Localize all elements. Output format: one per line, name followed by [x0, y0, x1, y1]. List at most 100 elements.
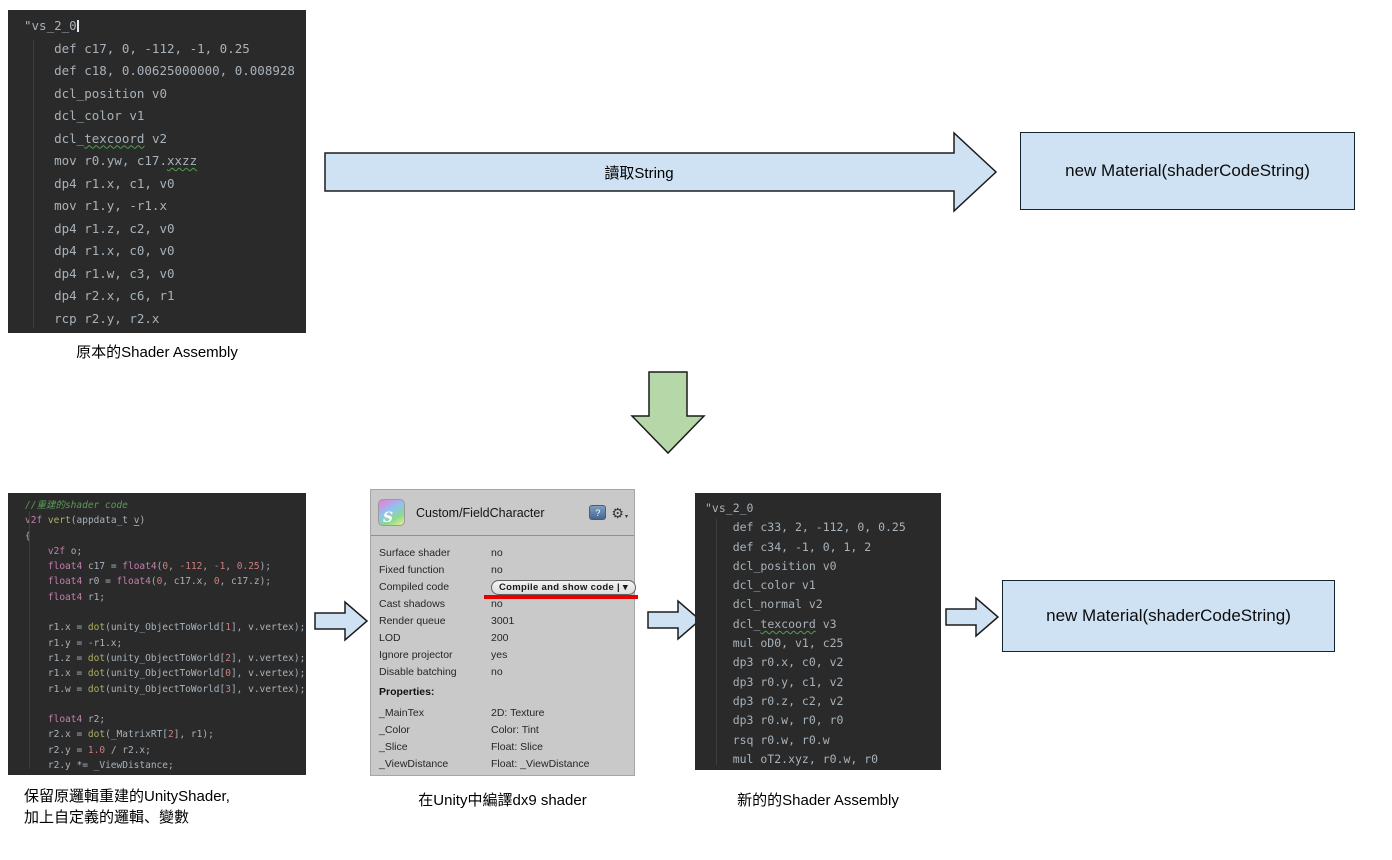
indent-guide [29, 511, 30, 769]
caption-compile-in-unity: 在Unity中編譯dx9 shader [418, 792, 587, 809]
row-value: 2D: Texture [491, 706, 545, 719]
gear-icon[interactable]: ⚙ ▾ [611, 506, 628, 520]
new-material-box-top: new Material(shaderCodeString) [1020, 132, 1355, 210]
row-value: yes [491, 648, 508, 661]
text-cursor-caret [76, 20, 79, 32]
code-line: dp4 r2.x, c6, r1 [24, 288, 175, 303]
code-line: { [25, 530, 31, 542]
row-value: no [491, 546, 503, 559]
compile-and-show-code-button[interactable]: Compile and show code | ▾ [491, 580, 636, 595]
code-line: dcl_color v1 [705, 578, 816, 593]
code-line: dcl_normal v2 [705, 597, 823, 612]
code-line: r2.y = 1.0 / r2.x; [25, 744, 151, 756]
read-string-arrow [324, 131, 998, 213]
row-label: _Color [379, 723, 410, 736]
code-line: dcl_position v0 [705, 558, 837, 573]
row-label: Surface shader [379, 546, 451, 559]
code-line: dp3 r0.y, c1, v2 [705, 674, 844, 689]
caption-unity-shader-line2: 加上自定義的邏輯、變數 [24, 809, 190, 826]
code-line: r1.z = dot(unity_ObjectToWorld[2], v.ver… [25, 652, 306, 664]
code-line: dcl_texcoord v3 [705, 616, 837, 631]
code-line: mov r0.yw, c17.xxzz [24, 153, 198, 168]
row-value: 3001 [491, 614, 515, 627]
row-label: Cast shadows [379, 597, 445, 610]
code-line: dp4 r1.w, c3, v0 [24, 265, 175, 281]
row-value: no [491, 597, 503, 610]
code-line: def c17, 0, -112, -1, 0.25 [24, 40, 250, 56]
red-underline-annotation [484, 595, 638, 599]
gear-dropdown-icon: ▾ [624, 513, 628, 520]
inspector-property-row: _MainTex 2D: Texture [379, 704, 630, 721]
row-label: Fixed function [379, 563, 445, 576]
code-line: dp3 r0.w, r0, r0 [705, 713, 844, 728]
indent-guide [33, 40, 34, 328]
flow-arrow-3 [945, 596, 1000, 638]
code-line: float4 c17 = float4(0, -112, -1, 0.25); [47, 561, 272, 573]
code-line: def c34, -1, 0, 1, 2 [705, 539, 872, 554]
code-line: r1.x = dot(unity_ObjectToWorld[1], v.ver… [25, 622, 306, 634]
help-icon[interactable]: ? [589, 505, 607, 520]
caption-unity-shader-line1: 保留原邏輯重建的UnityShader, [24, 788, 230, 805]
gear-icon-glyph: ⚙ [611, 504, 624, 521]
row-label: LOD [379, 631, 401, 644]
code-line: dcl_color v1 [24, 108, 145, 123]
code-line: dcl_texcoord v2 [24, 130, 168, 146]
inspector-row: Disable batching no [379, 663, 630, 680]
row-value: no [491, 665, 503, 678]
code-line: def c33, 2, -112, 0, 0.25 [705, 520, 906, 535]
new-shader-assembly-code: "vs_2_0 def c33, 2, -112, 0, 0.25 def c3… [695, 493, 941, 770]
inspector-row: Compiled code Compile and show code | ▾ [379, 578, 636, 595]
code-line: mul oD0, v1, c25 [705, 636, 844, 651]
row-label: _Slice [379, 740, 408, 753]
row-value: 200 [491, 631, 509, 644]
inspector-row: Cast shadows no [379, 595, 630, 612]
row-value: no [491, 563, 503, 576]
shader-icon: S [378, 499, 405, 526]
code-line: def c18, 0.00625000000, 0.008928 [24, 63, 295, 78]
row-value: Color: Tint [491, 723, 539, 736]
down-arrow [630, 371, 706, 455]
code-line: dp4 r1.x, c0, v0 [24, 243, 175, 258]
code-line: r1.w = dot(unity_ObjectToWorld[3], v.ver… [25, 683, 306, 695]
code-line: rsq r0.w, r0.w [705, 732, 830, 747]
row-label: _MainTex [379, 706, 424, 719]
flow-arrow-1 [314, 600, 369, 642]
caption-unity-shader: 保留原邏輯重建的UnityShader, 加上自定義的邏輯、變數 [24, 786, 230, 828]
original-shader-assembly-code: "vs_2_0 def c17, 0, -112, -1, 0.25 def c… [8, 10, 306, 333]
inspector-row: Render queue 3001 [379, 612, 630, 629]
code-line: mov r1.y, -r1.x [24, 198, 167, 213]
row-label: Disable batching [379, 665, 457, 678]
code-line: "vs_2_0 [24, 18, 79, 33]
caption-original-assembly: 原本的Shader Assembly [76, 344, 238, 361]
shader-icon-letter: S [383, 510, 394, 526]
code-line: rcp r2.y, r2.x [24, 310, 160, 326]
code-line: r1.y = -r1.x; [25, 637, 123, 649]
row-label: Render queue [379, 614, 446, 627]
inspector-title: Custom/FieldCharacter [416, 505, 545, 520]
code-line: dcl_position v0 [24, 85, 167, 101]
row-label: Compiled code [379, 580, 450, 593]
code-line: dp4 r1.x, c1, v0 [24, 175, 175, 191]
inspector-properties: _MainTex 2D: Texture _Color Color: Tint _Sli… [379, 704, 630, 772]
code-line: r2.x = dot(_MatrixRT[2], r1); [25, 729, 214, 741]
row-value: Float: _ViewDistance [491, 757, 590, 770]
code-line: mul oT2.xyz, r0.w, r0 [705, 751, 879, 766]
new-material-box-bottom: new Material(shaderCodeString) [1002, 580, 1335, 652]
code-line: v2f o; [47, 545, 83, 557]
code-line: //重建的shader code [25, 500, 128, 511]
inspector-property-row: _Color Color: Tint [379, 721, 630, 738]
code-line [25, 605, 306, 620]
code-line: dp3 r0.z, c2, v2 [705, 693, 844, 708]
code-line: float4 r2; [47, 714, 106, 726]
unity-shader-inspector: S Custom/FieldCharacter ? ⚙ ▾ Surface sh… [370, 489, 638, 776]
code-line [25, 697, 306, 712]
caption-new-assembly: 新的的Shader Assembly [737, 792, 899, 809]
flow-arrow-2 [647, 599, 702, 641]
inspector-row: Fixed function no [379, 561, 630, 578]
inspector-header: S Custom/FieldCharacter ? ⚙ ▾ [371, 490, 634, 536]
